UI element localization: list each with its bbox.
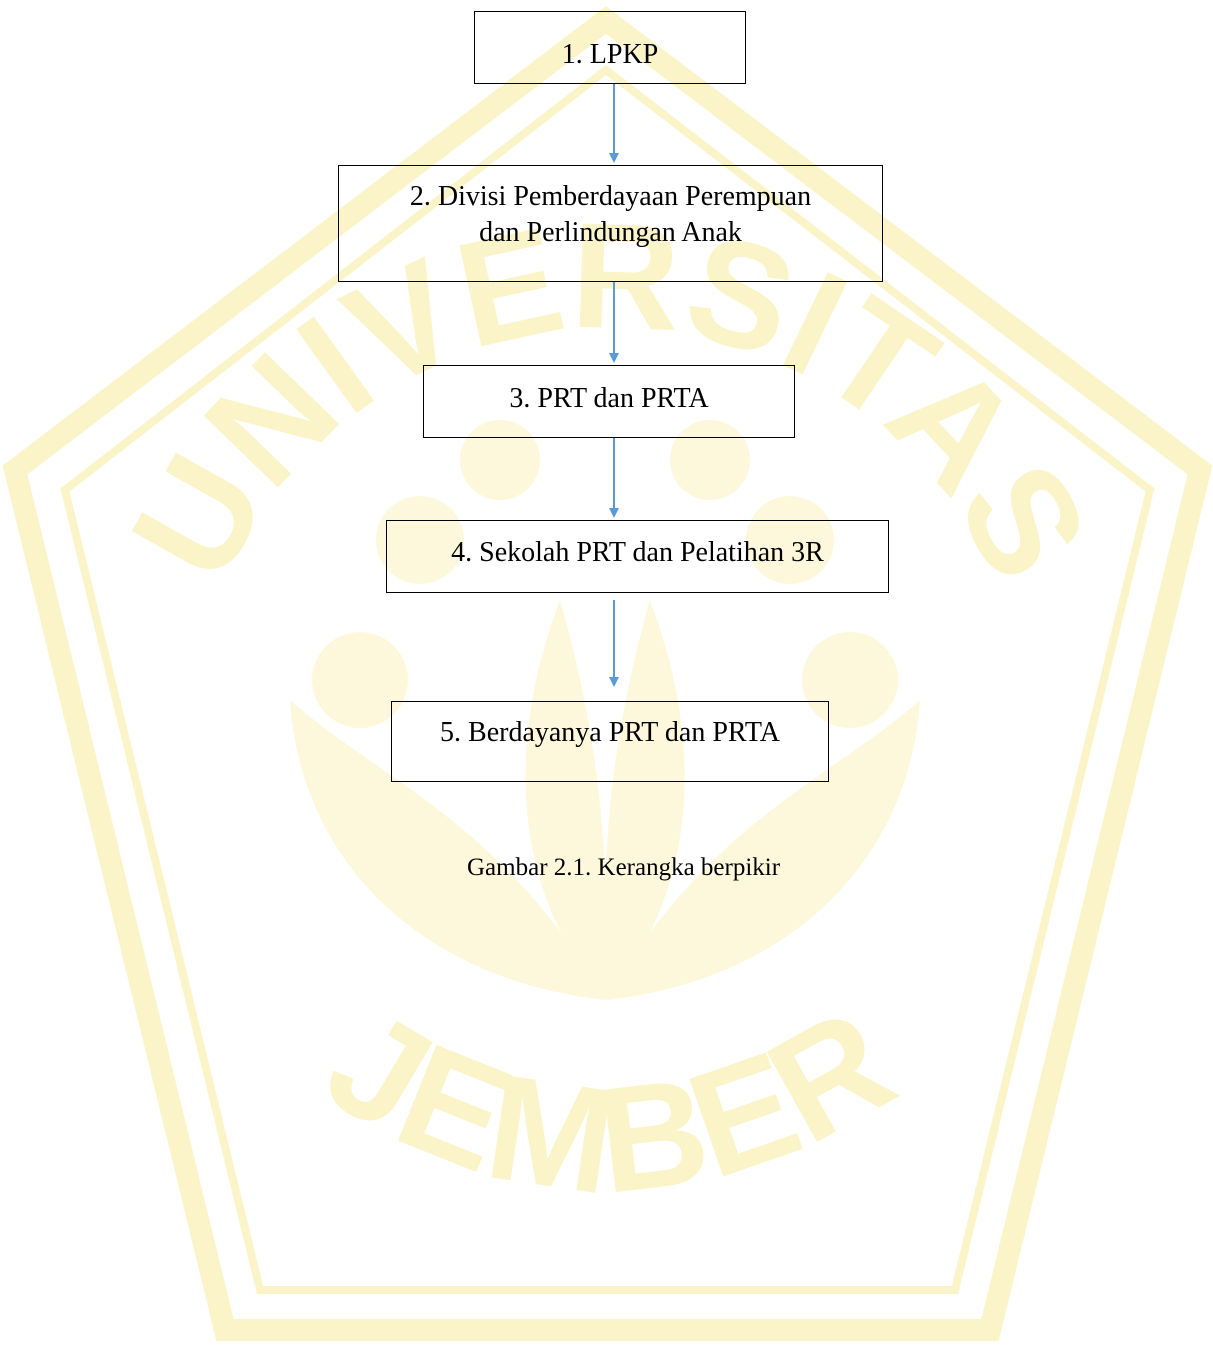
watermark-emblem: [2, 6, 1213, 1341]
watermark-leaves: [290, 420, 920, 1000]
flow-step-divisi: 2. Divisi Pemberdayaan Perempuan dan Per…: [338, 165, 883, 282]
flow-step-label: 1. LPKP: [561, 39, 659, 70]
flow-step-label-group: 2. Divisi Pemberdayaan Perempuan dan Per…: [410, 179, 811, 251]
flow-step-lpkp: 1. LPKP: [474, 11, 746, 84]
watermark-pentagon-inner: [60, 64, 1155, 1294]
flow-step-label: 4. Sekolah PRT dan Pelatihan 3R: [451, 537, 824, 568]
flow-step-label: 3. PRT dan PRTA: [509, 383, 709, 414]
watermark-pentagon-outer: [2, 6, 1213, 1341]
flow-step-label: 5. Berdayanya PRT dan PRTA: [440, 717, 780, 748]
flow-step-berdaya: 5. Berdayanya PRT dan PRTA: [391, 701, 829, 782]
flow-step-label-line2: dan Perlindungan Anak: [479, 217, 742, 248]
flow-step-sekolah: 4. Sekolah PRT dan Pelatihan 3R: [386, 520, 889, 593]
flow-step-label-line1: 2. Divisi Pemberdayaan Perempuan: [409, 181, 812, 212]
flow-step-prt-prta: 3. PRT dan PRTA: [423, 365, 795, 438]
figure-caption: Gambar 2.1. Kerangka berpikir: [467, 854, 781, 881]
